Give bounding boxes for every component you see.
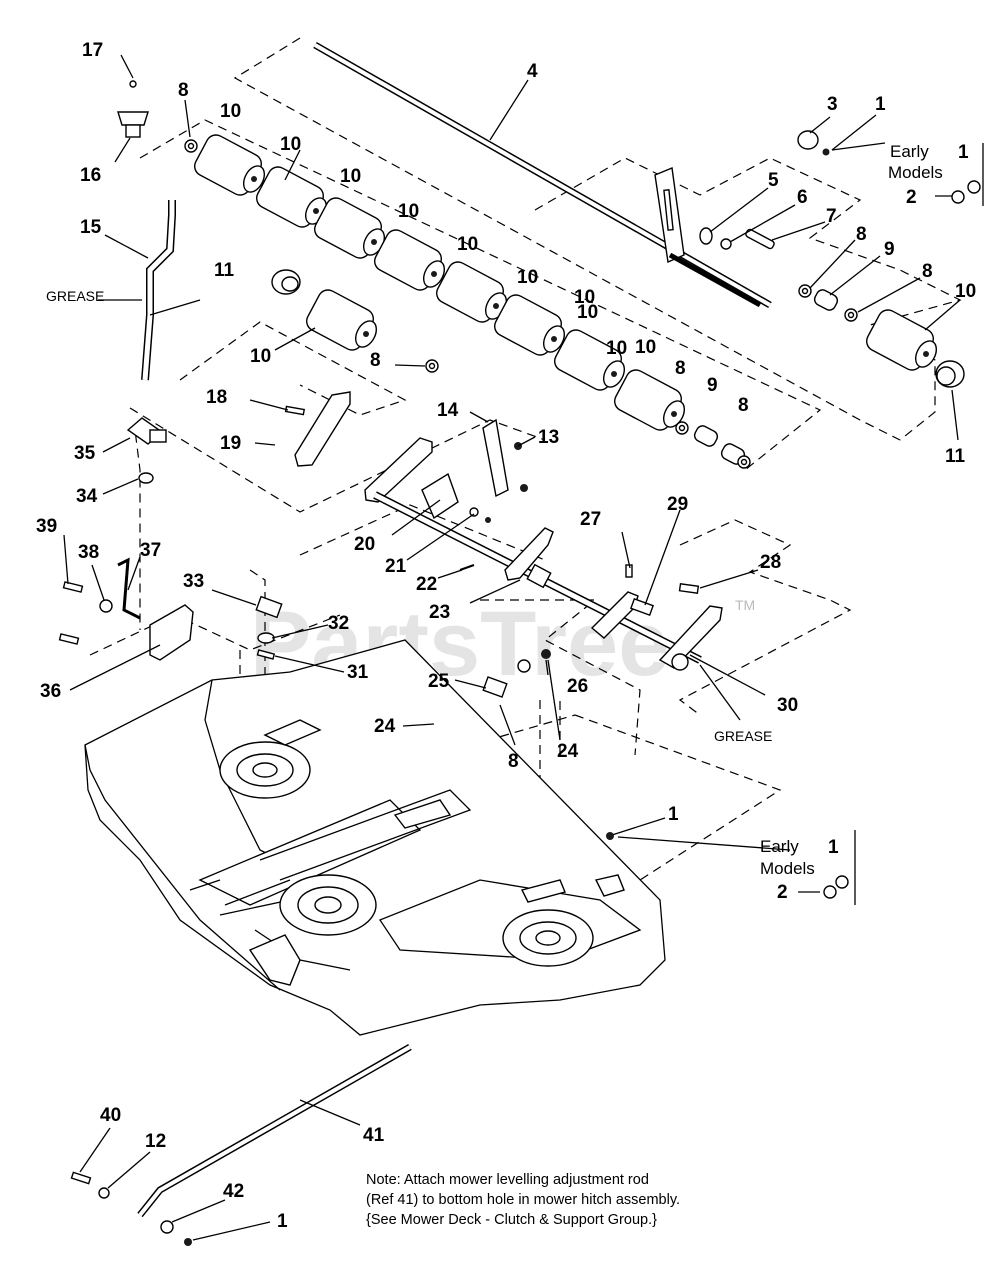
callout: 35 [74,443,96,464]
callout: 8 [856,224,867,245]
callout: 15 [80,217,102,238]
callout: 18 [206,387,227,408]
early-models-label-bottom-line2: Models [760,859,815,878]
note-line-3: {See Mower Deck - Clutch & Support Group… [366,1212,657,1228]
callout: 24 [557,741,579,762]
callout: 2 [777,882,788,903]
callout: 19 [220,433,241,454]
mower-deck [84,639,666,1036]
shaft-rod [313,41,772,309]
callout: 4 [527,61,538,82]
callout: 23 [429,602,450,623]
callout: 41 [363,1125,385,1146]
callout: 22 [416,574,437,595]
callout: 10 [250,346,271,367]
hitch-bracket-upper [654,130,830,308]
callout: 30 [777,695,798,716]
left-bracket-parts [58,557,283,661]
callout: 2 [906,187,917,208]
callout: 17 [82,40,103,61]
callout: 1 [668,804,679,825]
callout: 10 [280,134,301,155]
watermark-tm: TM [735,597,755,613]
lift-linkage [284,391,723,729]
text-labels: GREASE GREASE Early Models Early Models [46,142,943,878]
callout: 9 [707,375,718,396]
callout-numbers: 17 8 10 16 10 10 15 10 10 11 10 10 10 10… [36,40,976,1232]
callout: 10 [457,234,478,255]
early-models-label-top-line1: Early [890,142,929,161]
callout: 7 [826,206,837,227]
callout: 8 [738,395,749,416]
callout: 11 [214,260,235,281]
grease-label-left: GREASE [46,288,104,304]
callout: 31 [347,662,369,683]
callout: 28 [760,552,781,573]
callout: 1 [277,1211,288,1232]
assembly-note: Note: Attach mower levelling adjustment … [366,1172,680,1228]
callout: 1 [875,94,886,115]
callout: 10 [398,201,419,222]
callout: 1 [828,837,839,858]
callout: 26 [567,676,588,697]
callout: 10 [517,267,538,288]
callout: 13 [538,427,559,448]
callout: 27 [580,509,601,530]
callout: 21 [385,556,407,577]
early-models-label-bottom-line1: Early [760,837,799,856]
callout: 8 [508,751,519,772]
callout: 40 [100,1105,121,1126]
callout: 12 [145,1131,166,1152]
early-models-label-top-line2: Models [888,163,943,182]
callout: 11 [945,446,966,467]
callout: 3 [827,94,838,115]
callout: 9 [884,239,895,260]
callout: 8 [675,358,686,379]
callout: 24 [374,716,396,737]
callout: 20 [354,534,375,555]
callout: 39 [36,516,57,537]
callout: 8 [922,261,933,282]
callout: 8 [178,80,189,101]
callout: 16 [80,165,101,186]
callout: 10 [606,338,627,359]
callout: 14 [437,400,459,421]
callout: 10 [340,166,361,187]
leveling-rod [70,1043,412,1246]
callout: 38 [78,542,99,563]
callout: 37 [140,540,161,561]
early-model-hardware [606,180,981,899]
roller-set [184,134,965,469]
callout: 32 [328,613,349,634]
callout: 6 [797,187,808,208]
grease-label-right: GREASE [714,728,772,744]
note-line-2: (Ref 41) to bottom hole in mower hitch a… [366,1192,680,1208]
callout: 5 [768,170,779,191]
callout: 10 [955,281,976,302]
callout: 10 [577,302,598,323]
callout: 33 [183,571,204,592]
callout: 29 [667,494,688,515]
callout: 10 [635,337,656,358]
lift-handle [117,80,176,484]
callout: 10 [574,287,595,308]
callout: 1 [958,142,969,163]
note-line-1: Note: Attach mower levelling adjustment … [366,1172,649,1188]
callout: 34 [76,486,98,507]
callout: 42 [223,1181,244,1202]
callout: 10 [220,101,241,122]
callout: 36 [40,681,61,702]
leader-lines [63,54,984,1241]
callout: 25 [428,671,450,692]
callout: 8 [370,350,381,371]
